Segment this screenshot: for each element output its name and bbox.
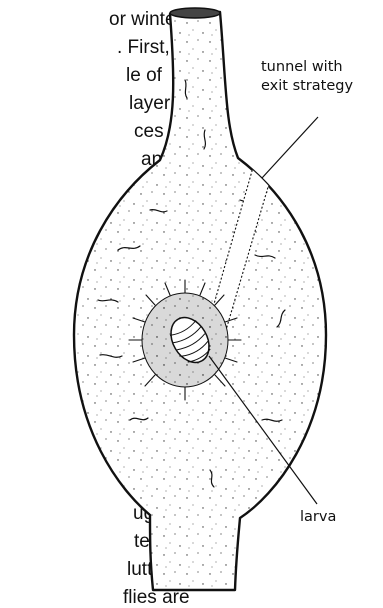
tunnel-leader-line: [262, 117, 318, 178]
tunnel-label-line-2: exit strategy: [261, 77, 353, 96]
larva-label: larva: [300, 508, 336, 527]
tunnel-label: tunnel with exit strategy: [261, 58, 353, 95]
stem-cut-top: [170, 8, 220, 18]
tunnel-label-line-1: tunnel with: [261, 58, 353, 77]
